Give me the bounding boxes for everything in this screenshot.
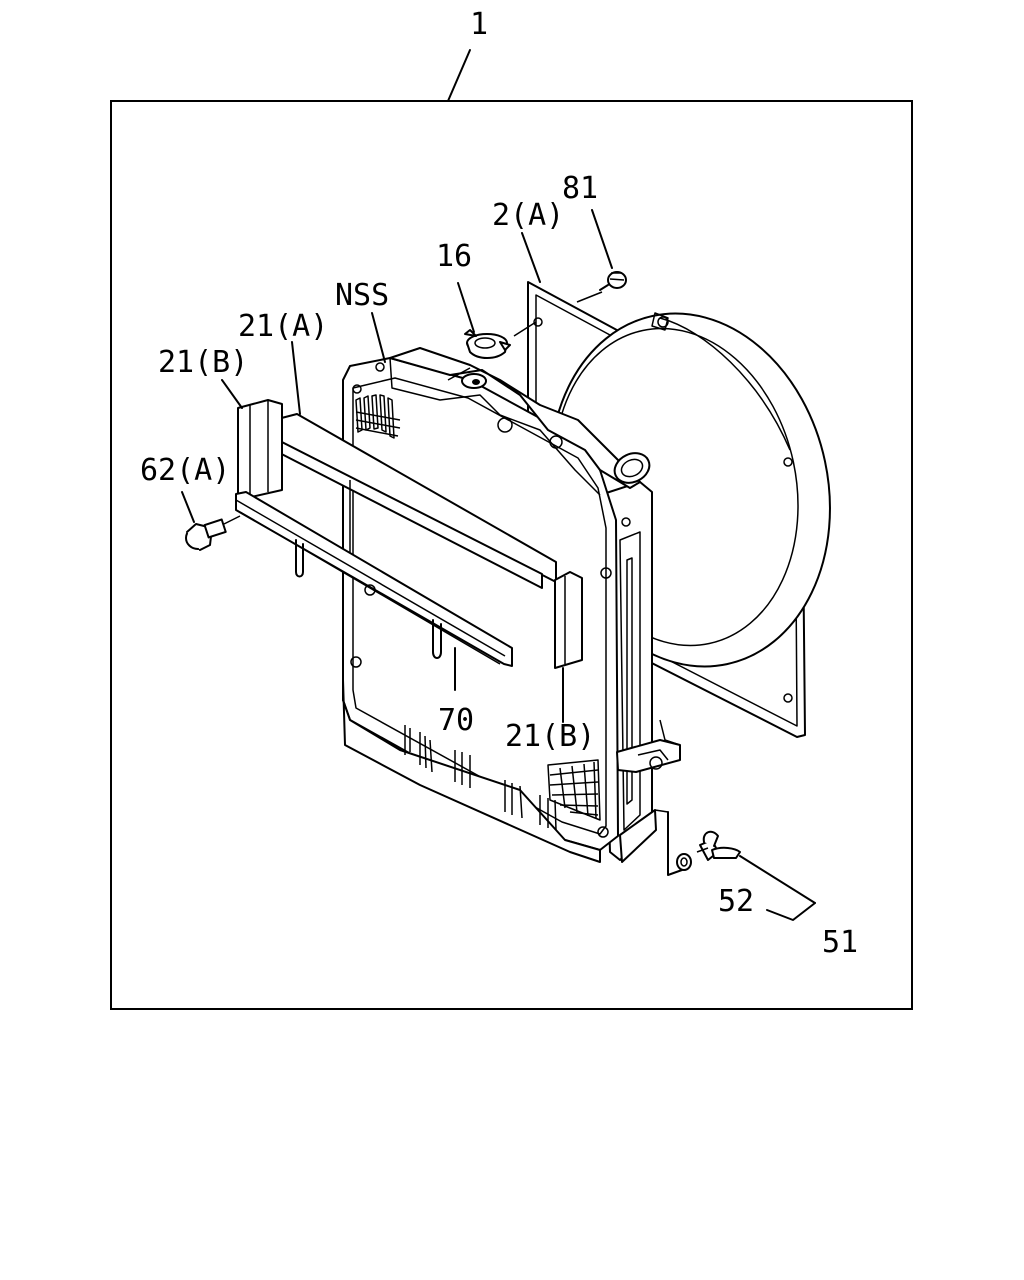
label-52: 52 — [718, 884, 754, 919]
label-assembly: 1 — [470, 7, 488, 42]
leader-nss — [371, 312, 386, 363]
leader-21a — [291, 341, 301, 415]
assembly-frame — [110, 100, 913, 1010]
drain-cock-51 — [676, 830, 741, 871]
label-21b-top: 21(B) — [158, 345, 248, 380]
bolt-81 — [599, 271, 627, 291]
leader-81 — [591, 209, 613, 269]
radiator-cap-16 — [461, 329, 511, 389]
label-81: 81 — [562, 171, 598, 206]
label-70: 70 — [438, 703, 474, 738]
label-62a: 62(A) — [140, 453, 230, 488]
label-51: 51 — [822, 925, 858, 960]
label-2a: 2(A) — [492, 198, 564, 233]
leader-51-52 — [667, 811, 683, 876]
leader-16 — [457, 282, 475, 333]
leader-62a — [181, 491, 195, 523]
baffle-21b-right — [554, 571, 583, 669]
support-bracket-70 — [235, 491, 513, 667]
label-21a: 21(A) — [238, 309, 328, 344]
baffle-21b-left — [237, 399, 283, 501]
leader-assembly — [447, 49, 471, 102]
bolt-62a — [185, 515, 241, 551]
leader-2a — [521, 232, 541, 283]
leader-21b-top — [221, 379, 243, 409]
label-21b-bottom: 21(B) — [505, 719, 595, 754]
label-nss: NSS — [335, 278, 389, 313]
label-16: 16 — [436, 239, 472, 274]
